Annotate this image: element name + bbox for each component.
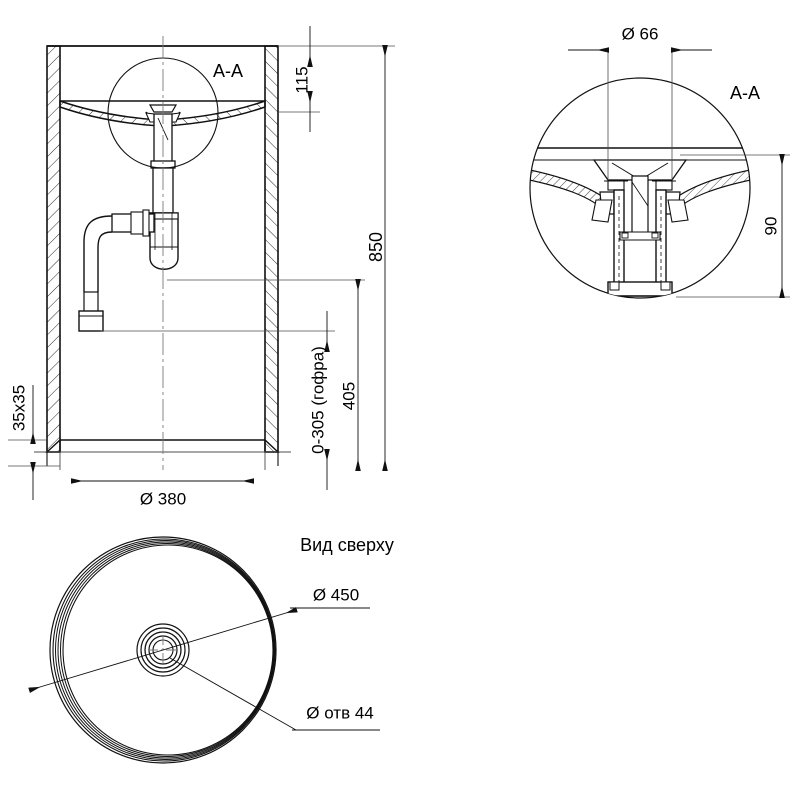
dim-label-450: Ø 450: [313, 585, 359, 604]
dimension-90: 90: [676, 154, 790, 298]
dim-label-gofra: 0-305 (гофра): [308, 346, 327, 454]
drain-and-siphon-assembly: [78, 104, 181, 332]
dim-label-380: Ø 380: [140, 489, 186, 508]
detail-stem-foot: [619, 231, 661, 241]
dimension-115: 115: [278, 26, 395, 132]
detail-stem-diag: [631, 181, 649, 207]
dimension-405: 405: [167, 279, 365, 471]
outlet-bend-inner: [97, 231, 113, 292]
detail-contents: [530, 147, 750, 297]
dim-label-35x35: 35x35: [9, 385, 28, 431]
dimension-850: 850: [366, 45, 388, 471]
dim-label-otv-44: Ø отв 44: [306, 703, 373, 722]
detail-gasket-left: [591, 199, 613, 223]
dim-label-850: 850: [366, 232, 386, 262]
detail-nut-notch-right: [660, 281, 671, 291]
detail-view-aa: Ø 66 90 A-A: [529, 24, 790, 299]
detail-nut-notch-left: [609, 281, 620, 291]
pedestal-left-wall: [46, 45, 61, 453]
detail-stem-foot-notch-left: [621, 232, 629, 239]
section-label-aa-main: A-A: [213, 61, 243, 81]
top-view: Ø 450 Ø отв 44 Вид сверху: [28, 535, 394, 764]
main-section-view: 115 850 405 0-305 (гофра) 35x35: [8, 26, 395, 508]
bowl-wall-left: [59, 99, 161, 127]
top-view-title: Вид сверху: [300, 535, 394, 555]
pedestal-walls: [46, 45, 279, 453]
leader-otv44-diagonal: [169, 657, 297, 731]
base-plinth: [34, 438, 291, 470]
outlet-bend-outer: [83, 215, 113, 292]
dim-label-90: 90: [761, 217, 780, 236]
dimension-380: Ø 380: [71, 478, 254, 508]
dim-label-115: 115: [292, 66, 311, 93]
detail-boundary-circle: [529, 77, 751, 299]
outlet-downpipe: [83, 291, 99, 313]
dimension-66: Ø 66: [568, 24, 712, 53]
dimension-450: Ø 450: [28, 585, 370, 693]
outlet-connector-sleeve: [78, 310, 104, 332]
detail-gasket-right: [667, 199, 689, 223]
section-label-aa-detail: A-A: [730, 83, 760, 103]
trap-bottle-body: [149, 212, 179, 270]
pedestal-right-wall: [264, 45, 279, 453]
dim-label-405: 405: [339, 382, 358, 410]
trap-arm-nut: [130, 211, 144, 235]
dim-label-66: Ø 66: [622, 24, 659, 43]
dimension-gofra: 0-305 (гофра): [100, 311, 335, 490]
dimension-35x35: 35x35: [8, 385, 60, 500]
detail-stem-foot-notch-right: [651, 232, 659, 239]
plinth-guide: [34, 440, 291, 452]
dimension-otv-44: Ø отв 44: [169, 657, 380, 731]
trap-arm-collar: [142, 209, 150, 237]
dim-line-450: [28, 607, 298, 693]
